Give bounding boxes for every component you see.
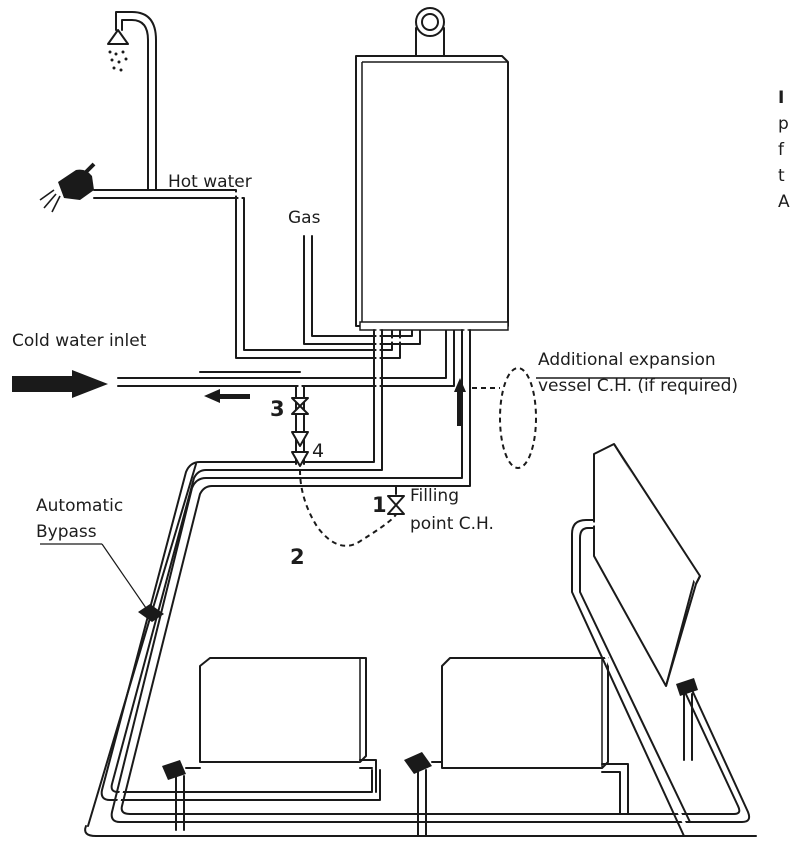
cropped-side-text-3: f (778, 140, 784, 160)
return-arrow-left (204, 389, 250, 403)
filling-loop (299, 469, 397, 547)
label-number-2: 2 (290, 545, 305, 569)
cropped-side-text-5: A (778, 192, 790, 212)
radiator-left-valve-icon (162, 760, 201, 831)
label-bypass-line2: Bypass (36, 522, 97, 542)
flow-arrow-up (454, 378, 466, 426)
label-number-3: 3 (270, 397, 285, 421)
shower-outlet (107, 11, 157, 192)
combination-boiler (355, 7, 509, 331)
radiator-left (162, 657, 377, 831)
valve-4 (291, 431, 309, 467)
cropped-side-text-1: I (778, 88, 785, 108)
shower-spray-icon (108, 50, 128, 72)
label-hot-water: Hot water (168, 172, 252, 192)
cold-water-arrow-right (12, 370, 108, 398)
cropped-side-text-4: t (778, 166, 785, 186)
label-bypass-line1: Automatic (36, 496, 124, 516)
ch-return-pipe (100, 328, 383, 801)
label-gas: Gas (288, 208, 321, 228)
expansion-vessel (472, 367, 730, 469)
cold-water-pipe (116, 329, 455, 387)
gas-pipe (303, 234, 421, 345)
automatic-bypass-valve (40, 543, 164, 622)
label-number-4: 4 (312, 440, 325, 462)
label-cold-water-inlet: Cold water inlet (12, 331, 147, 351)
cropped-side-text-2: p (778, 114, 789, 134)
label-expansion-line2: vessel C.H. (if required) (538, 376, 738, 396)
hot-water-tap (39, 162, 96, 213)
radiator-right-valve-icon (676, 678, 698, 761)
radiator-middle (404, 657, 629, 837)
tap-water-icon (39, 189, 61, 213)
valve-3 (291, 397, 309, 415)
valve-1 (387, 485, 405, 515)
radiator-middle-valve-icon (404, 752, 443, 837)
radiator-right (571, 443, 701, 837)
label-filling-line2: point C.H. (410, 514, 494, 534)
label-filling-line1: Filling (410, 486, 459, 506)
label-expansion-line1: Additional expansion (538, 350, 716, 370)
label-number-1: 1 (372, 493, 387, 517)
ch-flow-pipe (110, 328, 751, 823)
